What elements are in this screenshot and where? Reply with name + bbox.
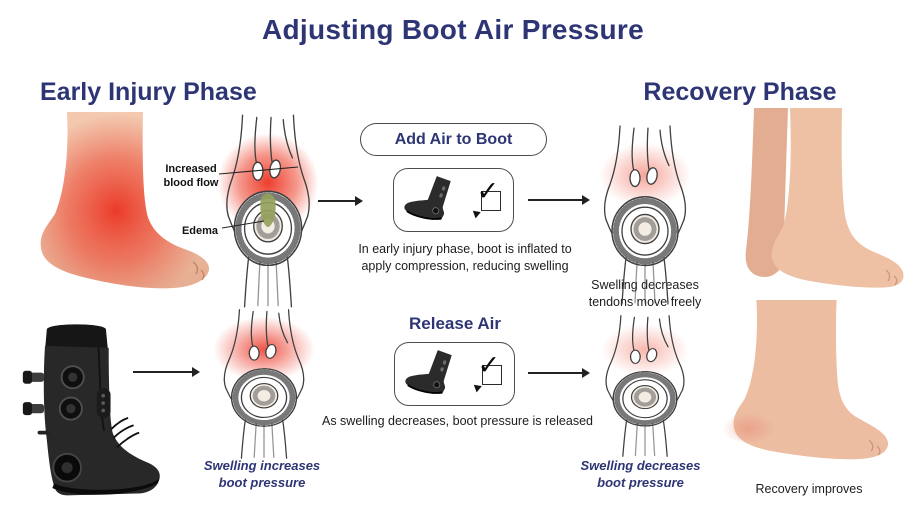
boot-release-box: ✓ [394,342,515,406]
walker-boot-photo [18,320,168,500]
add-air-to-boot-button: Add Air to Boot [360,123,547,156]
recovery-improves-caption: Recovery improves [755,482,863,496]
swelling-decreases-result: Swelling decreases tendons move freely [588,278,702,309]
checkbox-icon: ✓ [469,178,501,219]
ankle-anatomy-recovered [582,314,708,458]
release-description: As swelling decreases, boot pressure is … [322,414,593,428]
walker-boot-icon [400,346,472,402]
release-air-heading: Release Air [409,314,501,333]
arrow-right-icon [528,195,590,204]
inflate-description: In early injury phase, boot is inflated … [358,242,572,273]
pointer-arrow-icon [470,381,482,393]
healthy-legs-photo [738,108,906,310]
checkbox-icon: ✓ [470,352,502,393]
ankle-anatomy-early-injury [198,113,338,309]
ankle-anatomy-swollen [198,304,330,460]
boot-inflate-box: ✓ [393,168,514,232]
checkbox-outline [481,365,502,385]
ankle-anatomy-improving [580,124,710,306]
page-title: Adjusting Boot Air Pressure [262,14,644,45]
recovering-foot-photo [698,300,903,478]
swollen-ankle-photo [5,112,217,304]
recovery-phase-heading: Recovery Phase [643,78,837,106]
arrow-right-icon [528,368,590,377]
early-injury-phase-heading: Early Injury Phase [40,78,257,106]
swelling-increases-caption: Swelling increases boot pressure [203,458,321,490]
swelling-decreases-caption: Swelling decreases boot pressure [580,458,701,490]
checkbox-outline [480,191,501,211]
pointer-arrow-icon [469,207,481,219]
arrow-right-icon [133,367,200,376]
checkmark-icon: ✓ [476,176,500,206]
checkmark-icon: ✓ [477,350,501,380]
walker-boot-icon [399,172,471,228]
